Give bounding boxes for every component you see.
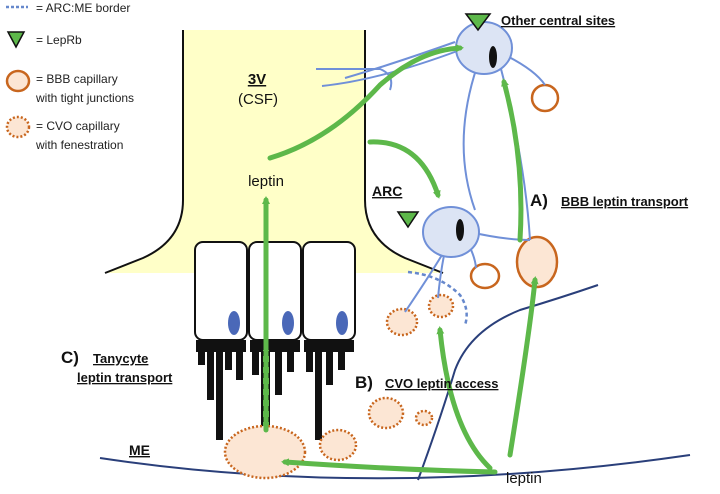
me-floor-line — [99, 454, 691, 480]
legend-leprb-text: = LepRb — [36, 33, 82, 47]
pathway-a-letter: A) — [530, 191, 548, 210]
csf-label: (CSF) — [238, 91, 278, 108]
pathway-b-label: CVO leptin access — [385, 376, 498, 391]
tanycyte — [302, 241, 356, 440]
legend-bbb-line2: with tight junctions — [35, 91, 134, 105]
ventricle-wall-left — [104, 30, 184, 274]
tanycyte-nucleus — [282, 311, 294, 335]
arc-me-border — [407, 270, 468, 326]
blood-to-me-arrow — [281, 458, 498, 475]
arc-neuron — [422, 206, 480, 258]
cvo-capillary-arc — [427, 293, 455, 319]
cvo-capillary-me-small — [318, 428, 358, 462]
legend-bbb-line1: = BBB capillary — [36, 72, 118, 86]
pathway-b-letter: B) — [355, 373, 373, 392]
legend-cvo-line2: with fenestration — [35, 138, 123, 152]
neuron-nucleus — [456, 219, 464, 241]
bbb-capillary — [515, 235, 559, 289]
arc-me-boundary-line — [417, 284, 599, 481]
tanycyte-layer — [194, 241, 356, 450]
leptin-arrows — [262, 44, 539, 475]
tanycyte — [248, 241, 302, 450]
cvo-capillary-arc — [385, 307, 419, 337]
ventricle-label: 3V — [248, 71, 266, 88]
cvo-capillary-legend-icon — [5, 115, 31, 139]
cvo-capillary — [414, 409, 434, 427]
cvo-capillary-me-large — [223, 424, 307, 480]
leptin-blood-label: leptin — [506, 470, 542, 487]
blood-to-bbb-arrow — [507, 276, 539, 458]
legend-cvo-line1: = CVO capillary — [36, 119, 120, 133]
me-label: ME — [129, 442, 150, 458]
other-sites-label: Other central sites — [501, 13, 615, 28]
tanycyte-nucleus — [228, 311, 240, 335]
bbb-capillary — [530, 83, 560, 113]
pathway-c-label-line1: Tanycyte — [93, 351, 148, 366]
tanycyte-nucleus — [336, 311, 348, 335]
bbb-to-other-sites-arrow — [501, 78, 524, 243]
csf-to-arc-arrow — [367, 139, 441, 199]
legend: = ARC:ME border = LepRb = BBB capillary … — [5, 1, 134, 152]
leptin-csf-label: leptin — [248, 173, 284, 190]
cvo-capillary — [367, 396, 405, 430]
csf-to-other-sites-arrow — [267, 44, 464, 161]
bbb-capillary — [469, 262, 501, 290]
leprb-legend-icon — [6, 31, 26, 49]
bbb-capillary-legend-icon — [5, 69, 31, 93]
arc-label: ARC — [372, 183, 402, 199]
pathway-a-label: BBB leptin transport — [561, 194, 689, 209]
pathway-c-letter: C) — [61, 348, 79, 367]
tanycyte — [194, 241, 248, 440]
blood-to-arc-arrow — [436, 326, 493, 471]
other-sites-neuron — [455, 21, 513, 75]
pathway-c-label-line2: leptin transport — [77, 370, 173, 385]
neuron-nucleus — [489, 46, 497, 68]
leprb-icon — [396, 211, 420, 229]
leprb-icon — [464, 13, 492, 32]
legend-border-text: = ARC:ME border — [36, 1, 130, 15]
ventricle-wall-right — [364, 30, 444, 274]
third-ventricle — [105, 30, 443, 273]
